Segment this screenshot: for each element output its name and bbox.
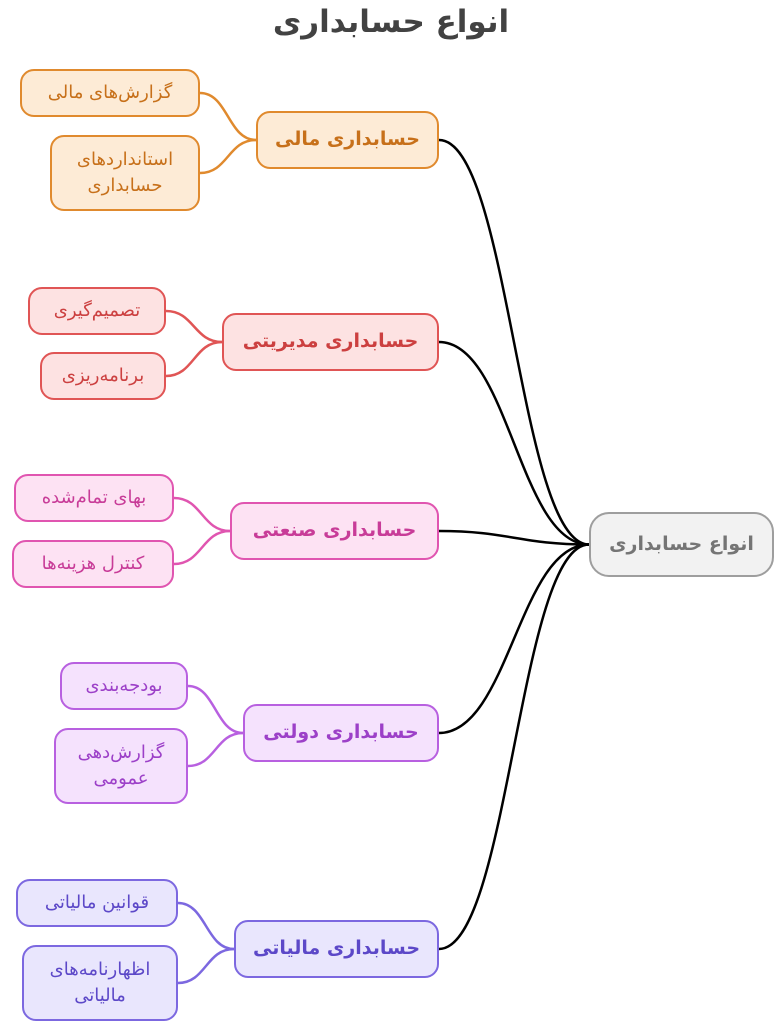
branch-industrial-accounting: حسابداری صنعتی (230, 502, 439, 560)
leaf-cost-price: بهای تمام‌شده (14, 474, 174, 522)
root-branch-connector (438, 138, 590, 546)
leaf-financial-reports: گزارش‌های مالی (20, 69, 200, 117)
leaf-label: برنامه‌ریزی (61, 364, 145, 386)
branch-leaf-connector (187, 731, 244, 768)
diagram-title: انواع حسابداری (272, 4, 510, 40)
leaf-planning: برنامه‌ریزی (40, 352, 166, 400)
leaf-label: استانداردهای حسابداری (76, 148, 174, 196)
branch-governmental-accounting: حسابداری دولتی (243, 704, 439, 762)
root-branch-connector (438, 340, 590, 546)
leaf-label: گزارش‌های مالی (47, 81, 173, 103)
root-branch-connector (438, 543, 590, 951)
leaf-tax-laws: قوانین مالیاتی (16, 879, 178, 927)
leaf-decision-making: تصمیم‌گیری (28, 287, 166, 335)
branch-leaf-connector (173, 529, 231, 566)
leaf-label: اظهارنامه‌های مالیاتی (49, 958, 151, 1006)
branch-financial-accounting: حسابداری مالی (256, 111, 439, 169)
leaf-public-reporting: گزارش‌دهی عمومی (54, 728, 188, 804)
root-label: انواع حسابداری (609, 532, 754, 555)
leaf-accounting-standards: استانداردهای حسابداری (50, 135, 200, 211)
leaf-label: بودجه‌بندی (85, 674, 163, 696)
branch-tax-accounting: حسابداری مالیاتی (234, 920, 439, 978)
branch-label: حسابداری مالی (275, 128, 421, 151)
leaf-label: کنترل هزینه‌ها (41, 552, 145, 574)
leaf-label: تصمیم‌گیری (53, 299, 141, 321)
branch-label: حسابداری مدیریتی (242, 330, 419, 353)
leaf-label: گزارش‌دهی عمومی (77, 741, 165, 789)
branch-managerial-accounting: حسابداری مدیریتی (222, 313, 439, 371)
branch-leaf-connector (187, 684, 244, 735)
root-node: انواع حسابداری (589, 512, 774, 577)
leaf-cost-control: کنترل هزینه‌ها (12, 540, 174, 588)
branch-leaf-connector (173, 496, 231, 533)
leaf-label: بهای تمام‌شده (41, 486, 147, 508)
branch-label: حسابداری دولتی (263, 721, 419, 744)
branch-leaf-connector (177, 901, 235, 951)
branch-label: حسابداری صنعتی (252, 519, 417, 542)
leaf-label: قوانین مالیاتی (44, 891, 150, 913)
root-branch-connector (438, 529, 590, 546)
branch-leaf-connector (199, 138, 257, 175)
root-branch-connector (438, 543, 590, 735)
branch-label: حسابداری مالیاتی (252, 937, 421, 960)
branch-leaf-connector (199, 91, 257, 142)
branch-leaf-connector (165, 340, 223, 378)
leaf-budgeting: بودجه‌بندی (60, 662, 188, 710)
leaf-tax-returns: اظهارنامه‌های مالیاتی (22, 945, 178, 1021)
branch-leaf-connector (165, 309, 223, 344)
branch-leaf-connector (177, 947, 235, 985)
